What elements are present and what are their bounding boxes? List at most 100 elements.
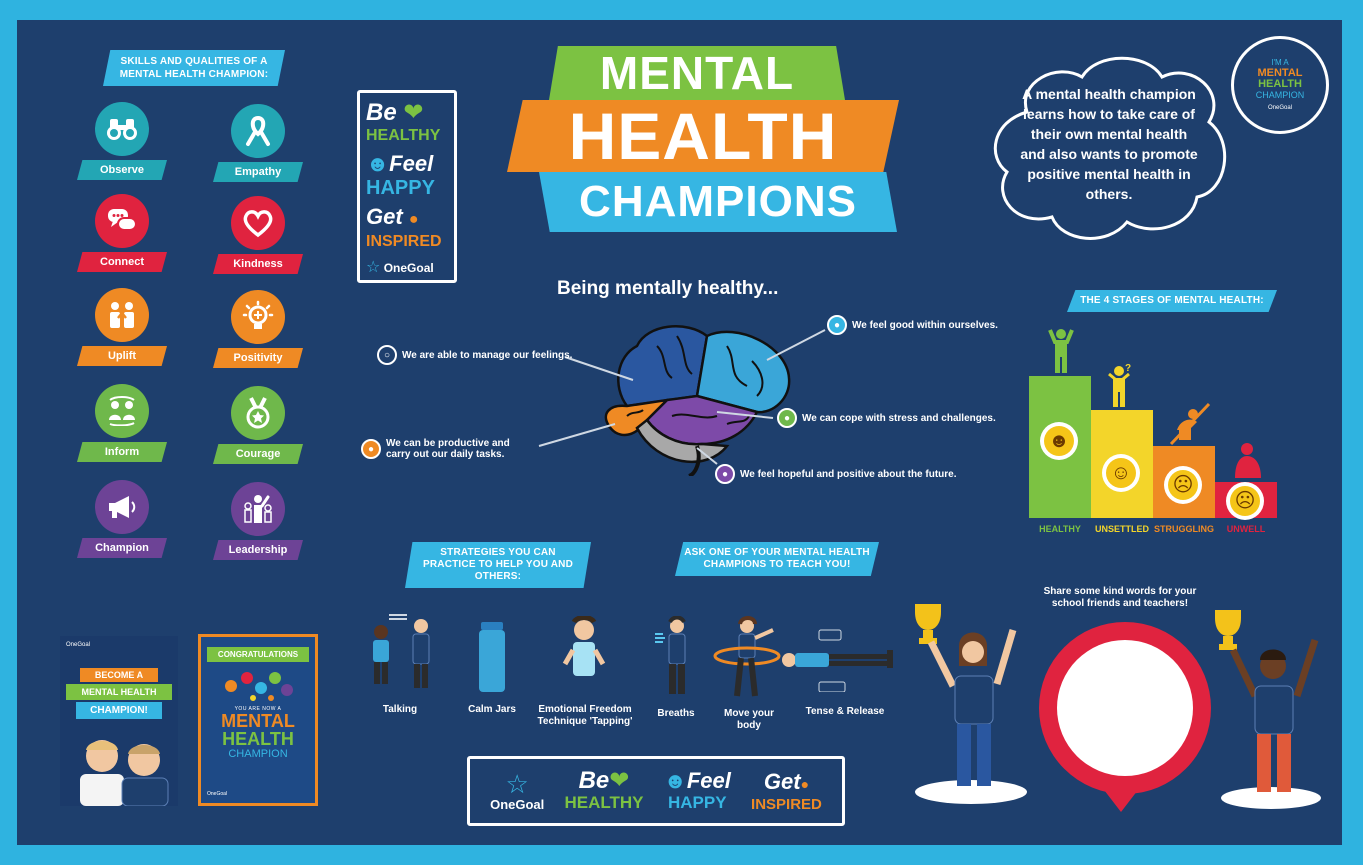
strategy-breaths: Breaths	[657, 708, 695, 719]
ribbon-icon	[231, 104, 285, 158]
share-text: Share some kind words for your school fr…	[1043, 586, 1197, 609]
skill-label: Connect	[77, 252, 167, 272]
slogan-inspired: INSPIRED	[366, 233, 442, 250]
feeling-productive: ● We can be productive and carry out our…	[361, 438, 531, 460]
poster-brand: OneGoal	[66, 642, 91, 648]
poster-board: SKILLS AND QUALITIES OF A MENTAL HEALTH …	[17, 20, 1342, 845]
cloud-shape	[993, 56, 1227, 240]
cloud-text: A mental health champion learns how to t…	[1020, 86, 1198, 202]
poster1-line2: MENTAL HEALTH	[66, 684, 172, 700]
strategy-tapping: Emotional Freedom Technique 'Tapping'	[537, 704, 633, 727]
feeling-text: We are able to manage our feelings.	[402, 349, 573, 361]
tapping-illustration	[562, 616, 606, 692]
skill-courage: Courage	[213, 386, 303, 464]
skill-connect: Connect	[77, 194, 167, 272]
chat-bubbles-icon	[95, 194, 149, 248]
skill-empathy: Empathy	[213, 104, 303, 182]
feeling-text: We can be productive and carry out our d…	[386, 438, 510, 460]
badge-brand: OneGoal	[1267, 104, 1292, 111]
slogan-be: Be	[366, 99, 397, 126]
banner-feel: Feel	[686, 768, 731, 793]
star-icon: ☆	[505, 768, 529, 799]
breaths-illustration	[655, 616, 686, 694]
skill-observe: Observe	[77, 102, 167, 180]
hula-hoop-illustration	[713, 616, 781, 697]
talking-illustration	[373, 614, 430, 688]
lightbulb-icon: ●	[800, 775, 810, 792]
stage-label-unsettled: UNSETTLED	[1095, 524, 1149, 534]
feeling-hopeful: ● We feel hopeful and positive about the…	[715, 464, 957, 484]
feeling-text: We feel good within ourselves.	[852, 319, 998, 331]
poster-become-champion: OneGoal BECOME A MENTAL HEALTH CHAMPION!	[60, 636, 178, 806]
champion-badge: I'M A MENTAL HEALTH CHAMPION OneGoal	[1231, 36, 1329, 134]
poster1-line1: BECOME A	[80, 668, 158, 682]
brand-name: OneGoal	[490, 796, 545, 812]
girl-trophy-illustration	[915, 604, 1027, 804]
boy-trophy-illustration	[1215, 610, 1321, 809]
slogan-happy: HAPPY	[366, 177, 435, 199]
strategy-move: Move your body	[723, 708, 774, 731]
badge-line4: CHAMPION	[1255, 89, 1305, 100]
climbing-figure-icon	[1169, 402, 1211, 446]
stage-label-struggling: STRUGGLING	[1154, 524, 1214, 534]
strategy-talking: Talking	[382, 704, 418, 715]
definition-cloud: A mental health champion learns how to t…	[987, 52, 1231, 246]
skill-label: Courage	[213, 444, 303, 464]
heart-icon: ❤	[403, 99, 424, 126]
lightbulb-icon	[231, 290, 285, 344]
certificate-brand: OneGoal	[207, 791, 228, 797]
badge-line2: MENTAL	[1257, 66, 1303, 79]
skill-label: Observe	[77, 160, 167, 180]
binoculars-icon	[95, 102, 149, 156]
badge-line3: HEALTH	[1258, 77, 1302, 90]
slogan-card: Be ❤ HEALTHY ☻Feel HAPPY Get ● INSPIRED …	[357, 90, 457, 283]
sitting-figure-icon	[1235, 443, 1261, 478]
megaphone-icon	[95, 480, 149, 534]
star-icon: ☆	[366, 259, 381, 276]
skill-leadership: Leadership	[213, 482, 303, 560]
feeling-good: ● We feel good within ourselves.	[827, 315, 998, 335]
certificate-header: CONGRATULATIONS	[207, 647, 309, 662]
feeling-cope: ● We can cope with stress and challenges…	[777, 408, 996, 428]
banner-healthy: HEALTHY	[564, 793, 644, 812]
person-icon: ●	[827, 315, 847, 335]
heart-icon: ❤	[609, 767, 630, 794]
medal-icon	[231, 386, 285, 440]
heart-icon	[231, 196, 285, 250]
certificate-line2: HEALTH	[222, 729, 294, 749]
banner-be: Be	[578, 767, 610, 794]
calm-jar-illustration	[479, 622, 505, 692]
happy-face-icon: ☻	[1040, 422, 1078, 460]
certificate-line1: MENTAL	[221, 711, 295, 731]
strategies-header: STRATEGIES YOU CAN PRACTICE TO HELP YOU …	[405, 542, 591, 588]
banner-get: Get	[763, 768, 801, 794]
brain-illustration	[604, 325, 791, 476]
skills-header: SKILLS AND QUALITIES OF A MENTAL HEALTH …	[103, 50, 285, 86]
worker-icon: ●	[361, 439, 381, 459]
brain-connectors	[538, 329, 826, 465]
skill-champion: Champion	[77, 480, 167, 558]
weightlifter-icon: ●	[777, 408, 797, 428]
being-title: Being mentally healthy...	[557, 278, 779, 299]
skill-label: Uplift	[77, 346, 167, 366]
poster1-line3: CHAMPION!	[76, 702, 162, 719]
skill-label: Inform	[77, 442, 167, 462]
badge-line1: I'M A	[1271, 57, 1289, 67]
hands-icon: ○	[377, 345, 397, 365]
leader-icon	[231, 482, 285, 536]
feeling-text: We feel hopeful and positive about the f…	[740, 468, 957, 480]
skill-label: Leadership	[213, 540, 303, 560]
certificate-line3: CHAMPION	[228, 748, 288, 760]
slogan-brand: OneGoal	[383, 261, 434, 275]
tense-release-illustration	[782, 629, 893, 692]
skill-label: Empathy	[213, 162, 303, 182]
banner-happy: HAPPY	[667, 793, 727, 812]
sad-face-icon: ☹	[1226, 482, 1264, 520]
banner-inspired: INSPIRED	[751, 795, 822, 813]
title-champions: CHAMPIONS	[539, 172, 897, 232]
slogan-feel: Feel	[389, 151, 434, 176]
worried-face-icon: ☹	[1164, 466, 1202, 504]
stage-label-healthy: HEALTHY	[1039, 524, 1081, 534]
cheering-figure-icon	[1048, 329, 1074, 373]
